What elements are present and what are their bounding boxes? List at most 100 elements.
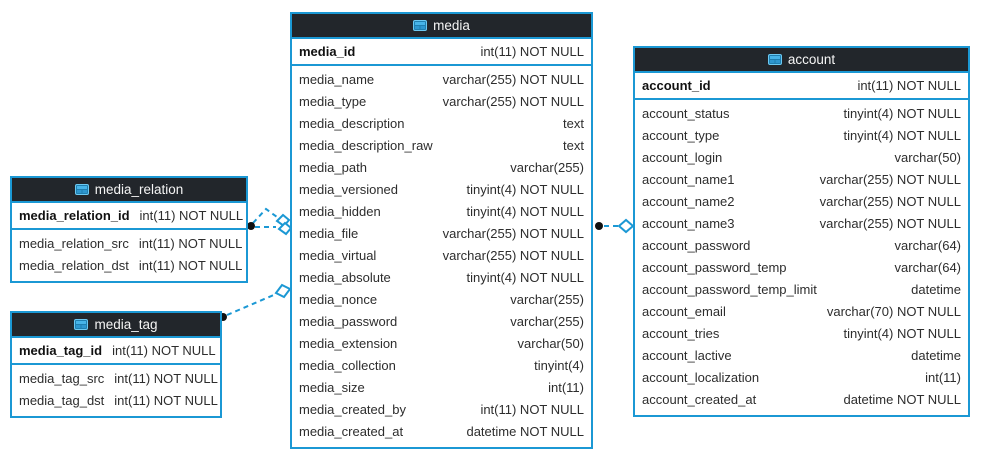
column-name: media_relation_src: [19, 236, 129, 251]
column-type: varchar(255) NOT NULL: [442, 226, 584, 241]
column-type: int(11): [548, 380, 584, 395]
column-row[interactable]: account_login varchar(50): [635, 147, 968, 169]
relation-media-to-account-line[interactable]: [595, 218, 635, 234]
column-name: media_relation_dst: [19, 258, 129, 273]
column-name: media_description_raw: [299, 138, 433, 153]
column-row[interactable]: media_relation_dst int(11) NOT NULL: [12, 255, 246, 277]
columns-section: media_relation_src int(11) NOT NULL medi…: [12, 230, 246, 281]
table-account-header[interactable]: account: [635, 48, 968, 73]
column-type: int(11) NOT NULL: [112, 343, 216, 358]
column-name: media_created_by: [299, 402, 406, 417]
pk-column-row[interactable]: media_id int(11) NOT NULL: [292, 39, 591, 64]
column-name: media_tag_src: [19, 371, 105, 386]
table-media_relation-header[interactable]: media_relation: [12, 178, 246, 203]
column-name: media_collection: [299, 358, 396, 373]
column-row[interactable]: account_type tinyint(4) NOT NULL: [635, 125, 968, 147]
column-row[interactable]: account_password_temp varchar(64): [635, 257, 968, 279]
column-name: media_hidden: [299, 204, 381, 219]
column-type: datetime: [911, 348, 961, 363]
column-row[interactable]: media_name varchar(255) NOT NULL: [292, 69, 591, 91]
column-row[interactable]: media_type varchar(255) NOT NULL: [292, 91, 591, 113]
table-icon: [767, 54, 782, 65]
column-name: account_name1: [642, 172, 735, 187]
table-icon: [74, 319, 89, 330]
column-row[interactable]: media_virtual varchar(255) NOT NULL: [292, 245, 591, 267]
column-name: account_type: [642, 128, 720, 143]
column-row[interactable]: media_created_at datetime NOT NULL: [292, 421, 591, 443]
table-media-header[interactable]: media: [292, 14, 591, 39]
column-row[interactable]: account_email varchar(70) NOT NULL: [635, 301, 968, 323]
column-type: int(11) NOT NULL: [114, 393, 218, 408]
column-row[interactable]: media_tag_dst int(11) NOT NULL: [12, 390, 220, 412]
table-media_tag[interactable]: media_tag media_tag_id int(11) NOT NULL …: [10, 311, 222, 418]
column-row[interactable]: account_status tinyint(4) NOT NULL: [635, 103, 968, 125]
column-name: media_relation_id: [19, 208, 130, 223]
column-row[interactable]: media_hidden tinyint(4) NOT NULL: [292, 201, 591, 223]
column-row[interactable]: media_tag_src int(11) NOT NULL: [12, 368, 220, 390]
column-row[interactable]: media_collection tinyint(4): [292, 355, 591, 377]
pk-column-row[interactable]: media_relation_id int(11) NOT NULL: [12, 203, 246, 228]
column-row[interactable]: account_name1 varchar(255) NOT NULL: [635, 169, 968, 191]
pk-column-row[interactable]: media_tag_id int(11) NOT NULL: [12, 338, 220, 363]
column-row[interactable]: media_absolute tinyint(4) NOT NULL: [292, 267, 591, 289]
column-name: media_versioned: [299, 182, 399, 197]
column-row[interactable]: media_password varchar(255): [292, 311, 591, 333]
column-name: media_size: [299, 380, 365, 395]
column-type: datetime NOT NULL: [843, 392, 961, 407]
column-type: int(11) NOT NULL: [857, 78, 961, 93]
pk-column-row[interactable]: account_id int(11) NOT NULL: [635, 73, 968, 98]
connector-dot-media_relation-icon[interactable]: [247, 222, 255, 230]
column-row[interactable]: account_created_at datetime NOT NULL: [635, 389, 968, 411]
table-media_relation[interactable]: media_relation media_relation_id int(11)…: [10, 176, 248, 283]
column-name: account_password_temp_limit: [642, 282, 817, 297]
column-row[interactable]: account_tries tinyint(4) NOT NULL: [635, 323, 968, 345]
column-row[interactable]: media_extension varchar(50): [292, 333, 591, 355]
table-media[interactable]: media media_id int(11) NOT NULL media_na…: [290, 12, 593, 449]
column-name: media_tag_id: [19, 343, 103, 358]
column-row[interactable]: media_nonce varchar(255): [292, 289, 591, 311]
column-row[interactable]: media_path varchar(255): [292, 157, 591, 179]
column-type: int(11) NOT NULL: [480, 44, 584, 59]
column-name: media_tag_dst: [19, 393, 105, 408]
column-row[interactable]: account_password varchar(64): [635, 235, 968, 257]
column-row[interactable]: media_relation_src int(11) NOT NULL: [12, 233, 246, 255]
columns-section: media_tag_src int(11) NOT NULL media_tag…: [12, 365, 220, 416]
column-type: int(11) NOT NULL: [114, 371, 218, 386]
column-name: media_id: [299, 44, 356, 59]
relation-media_relation-to-media-line-2[interactable]: [255, 221, 293, 236]
column-row[interactable]: media_description_raw text: [292, 135, 591, 157]
column-name: account_id: [642, 78, 711, 93]
column-row[interactable]: media_size int(11): [292, 377, 591, 399]
column-row[interactable]: media_description text: [292, 113, 591, 135]
column-type: varchar(50): [517, 336, 584, 351]
column-name: media_file: [299, 226, 359, 241]
column-row[interactable]: media_created_by int(11) NOT NULL: [292, 399, 591, 421]
cardinality-diamond-icon: [617, 218, 635, 234]
relation-media_tag-to-media-line[interactable]: [219, 283, 292, 321]
column-row[interactable]: account_lactive datetime: [635, 345, 968, 367]
column-type: varchar(255) NOT NULL: [442, 94, 584, 109]
column-name: account_created_at: [642, 392, 757, 407]
column-type: tinyint(4) NOT NULL: [843, 326, 961, 341]
column-type: varchar(64): [894, 260, 961, 275]
column-row[interactable]: media_versioned tinyint(4) NOT NULL: [292, 179, 591, 201]
column-row[interactable]: account_localization int(11): [635, 367, 968, 389]
column-type: varchar(255) NOT NULL: [819, 194, 961, 209]
column-row[interactable]: account_password_temp_limit datetime: [635, 279, 968, 301]
column-name: media_virtual: [299, 248, 377, 263]
table-media_tag-header[interactable]: media_tag: [12, 313, 220, 338]
column-type: datetime NOT NULL: [466, 424, 584, 439]
column-type: text: [563, 138, 584, 153]
column-row[interactable]: account_name3 varchar(255) NOT NULL: [635, 213, 968, 235]
pk-section: media_relation_id int(11) NOT NULL: [12, 203, 246, 230]
columns-section: media_name varchar(255) NOT NULL media_t…: [292, 66, 591, 447]
column-type: varchar(255) NOT NULL: [819, 172, 961, 187]
table-account[interactable]: account account_id int(11) NOT NULL acco…: [633, 46, 970, 417]
column-name: account_login: [642, 150, 723, 165]
column-type: tinyint(4) NOT NULL: [466, 182, 584, 197]
column-row[interactable]: media_file varchar(255) NOT NULL: [292, 223, 591, 245]
pk-section: account_id int(11) NOT NULL: [635, 73, 968, 100]
column-row[interactable]: account_name2 varchar(255) NOT NULL: [635, 191, 968, 213]
pk-section: media_tag_id int(11) NOT NULL: [12, 338, 220, 365]
